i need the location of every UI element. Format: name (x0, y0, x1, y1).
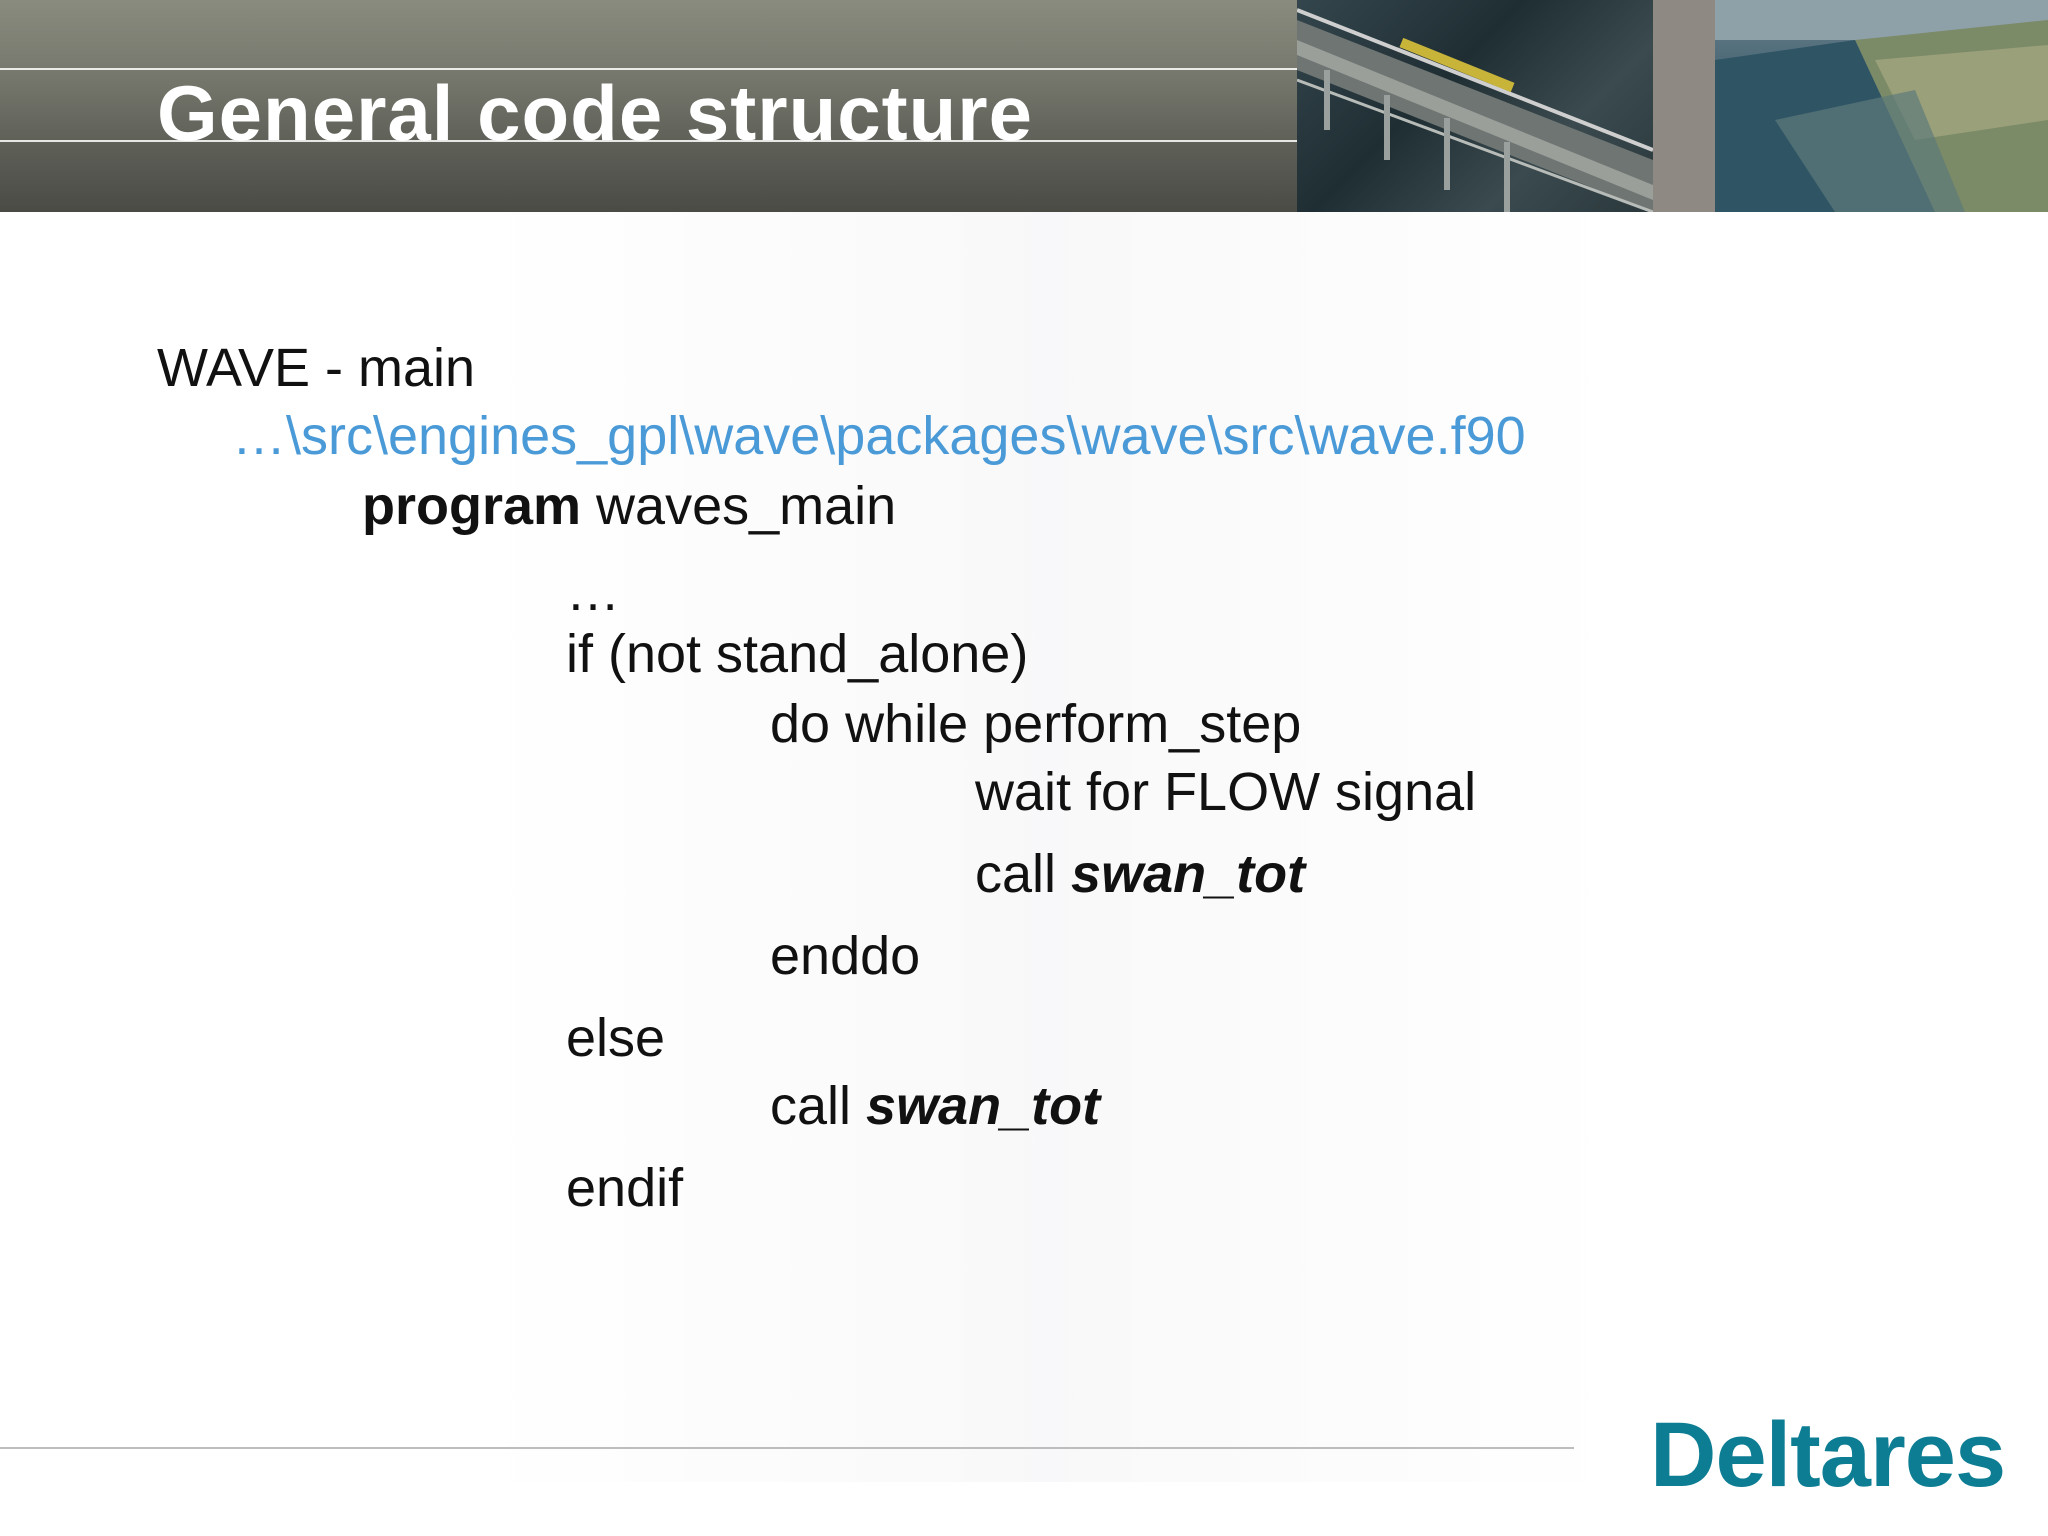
source-path: …\src\engines_gpl\wave\packages\wave\src… (232, 406, 1526, 466)
call-function: swan_tot (866, 1076, 1101, 1136)
call-keyword: call (770, 1076, 867, 1136)
call-keyword: call (975, 844, 1072, 904)
call-function: swan_tot (1071, 844, 1306, 904)
deltares-logo: Deltares (1650, 1404, 2006, 1506)
header-rule-bottom (0, 140, 2048, 142)
ellipsis-line: … (566, 562, 620, 622)
program-keyword: program (362, 476, 582, 536)
coastline-photo (1715, 0, 2048, 212)
slide-header: General code structure (0, 0, 2048, 212)
endif-line: endif (566, 1158, 684, 1218)
program-name: waves_main (581, 476, 897, 536)
call-line-inner: call swan_tot (975, 842, 1305, 906)
wait-line: wait for FLOW signal (975, 762, 1477, 822)
code-heading: WAVE - main (157, 338, 476, 398)
if-line: if (not stand_alone) (566, 624, 1029, 684)
else-line: else (566, 1008, 666, 1068)
do-while-line: do while perform_step (770, 694, 1302, 754)
slide-title: General code structure (157, 69, 1033, 157)
content-backdrop (480, 212, 1618, 1482)
photo-divider (1653, 0, 1715, 212)
bridge-photo (1297, 0, 1653, 212)
header-rule-top (0, 68, 2048, 70)
footer-rule (0, 1447, 1574, 1449)
program-line: program waves_main (362, 474, 896, 538)
enddo-line: enddo (770, 926, 921, 986)
call-line-else: call swan_tot (770, 1074, 1100, 1138)
